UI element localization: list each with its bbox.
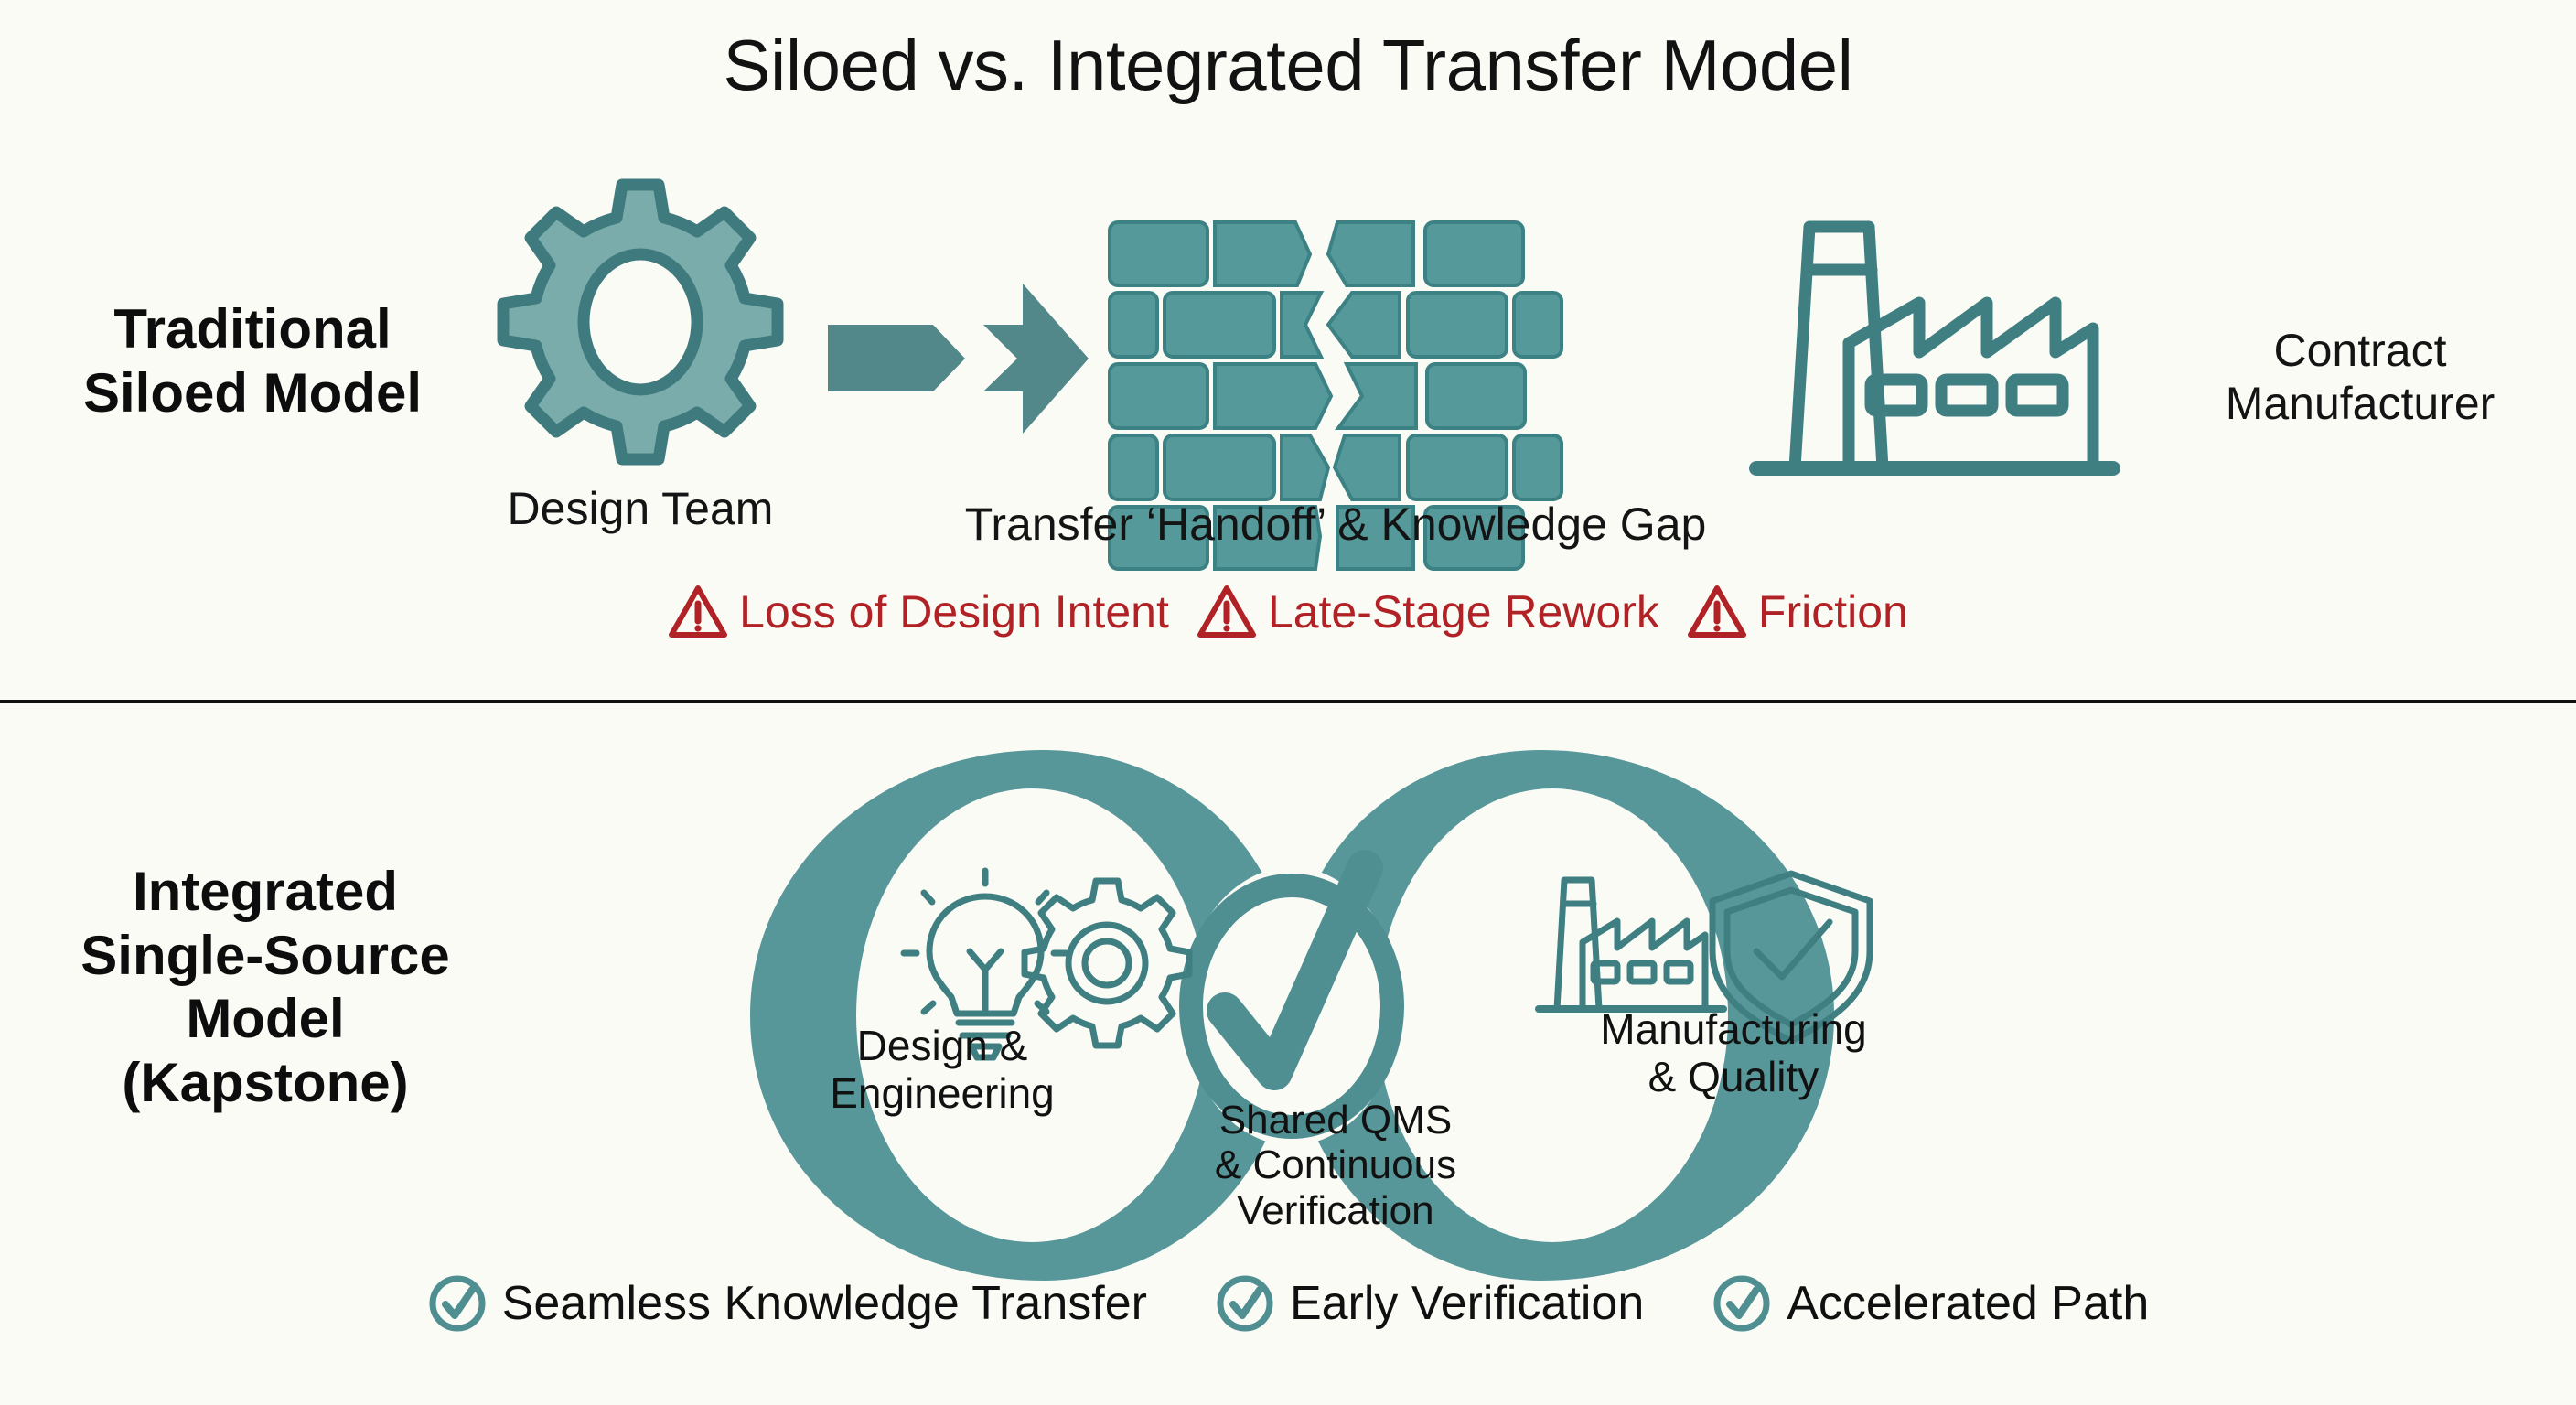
integrated-row-label: Integrated Single-Source Model (Kapstone… (37, 860, 494, 1114)
benefit-label: Seamless Knowledge Transfer (501, 1277, 1147, 1330)
right-node-line1: Manufacturing (1600, 1005, 1867, 1053)
left-node-line1: Design & (856, 1022, 1028, 1069)
circle-check-icon (429, 1275, 486, 1332)
factory-icon (1535, 876, 1727, 1013)
arrow-right-icon (828, 284, 1089, 434)
center-node-line3: Verification (1237, 1187, 1434, 1233)
contract-manufacturer-caption: Contract Manufacturer (2168, 325, 2552, 430)
warning-label: Late-Stage Rework (1267, 586, 1659, 638)
contract-caption-line2: Manufacturer (2225, 377, 2496, 429)
design-team-caption: Design Team (507, 483, 774, 534)
warning-label: Loss of Design Intent (739, 586, 1169, 638)
warning-item: Late-Stage Rework (1197, 584, 1659, 640)
warning-triangle-icon (669, 585, 728, 638)
benefit-item: Accelerated Path (1712, 1273, 2149, 1334)
gear-icon (497, 178, 784, 466)
shield-check-icon (1709, 870, 1873, 1045)
transfer-caption: Transfer ‘Handoff’ & Knowledge Gap (964, 499, 1707, 550)
traditional-label-line1: Traditional (113, 298, 392, 359)
circle-check-icon (1217, 1275, 1273, 1332)
warning-item: Loss of Design Intent (668, 584, 1169, 640)
cracked-brick-wall-icon (1108, 220, 1563, 571)
circle-check-icon (1179, 874, 1404, 1139)
left-node-line2: Engineering (830, 1068, 1055, 1117)
infinity-loop (750, 750, 1834, 1281)
section-divider (0, 700, 2576, 703)
right-node-line2: & Quality (1648, 1052, 1819, 1100)
integrated-label-line3: Model (186, 988, 345, 1050)
benefits-row: Seamless Knowledge Transfer Early Verifi… (0, 1273, 2576, 1334)
factory-icon (1749, 220, 2120, 476)
loop-left-node-label: Design & Engineering (759, 1022, 1125, 1117)
traditional-label-line2: Siloed Model (82, 361, 423, 424)
loop-right-node-label: Manufacturing & Quality (1537, 1005, 1930, 1100)
circle-check-icon (1713, 1275, 1770, 1332)
traditional-row-label: Traditional Siloed Model (33, 297, 472, 424)
benefit-label: Accelerated Path (1787, 1277, 2150, 1330)
center-node-line2: & Continuous (1214, 1142, 1457, 1188)
gear-outline-icon (1021, 877, 1193, 1049)
benefit-label: Early Verification (1289, 1277, 1645, 1330)
page-title: Siloed vs. Integrated Transfer Model (723, 25, 1854, 105)
integrated-label-line2: Single-Source (80, 924, 450, 986)
contract-caption-line1: Contract (2273, 325, 2447, 376)
warning-triangle-icon (1687, 585, 1746, 638)
warnings-row: Loss of Design Intent Late-Stage Rework … (0, 584, 2576, 640)
center-node-line1: Shared QMS (1218, 1098, 1453, 1142)
warning-triangle-icon (1197, 585, 1256, 638)
benefit-item: Early Verification (1215, 1273, 1644, 1334)
warning-label: Friction (1757, 586, 1908, 638)
integrated-label-line1: Integrated (132, 861, 399, 922)
integrated-label-line4: (Kapstone) (122, 1051, 409, 1113)
benefit-item: Seamless Knowledge Transfer (427, 1273, 1147, 1334)
loop-center-node-label: Shared QMS & Continuous Verification (1153, 1098, 1519, 1233)
warning-item: Friction (1687, 584, 1908, 640)
